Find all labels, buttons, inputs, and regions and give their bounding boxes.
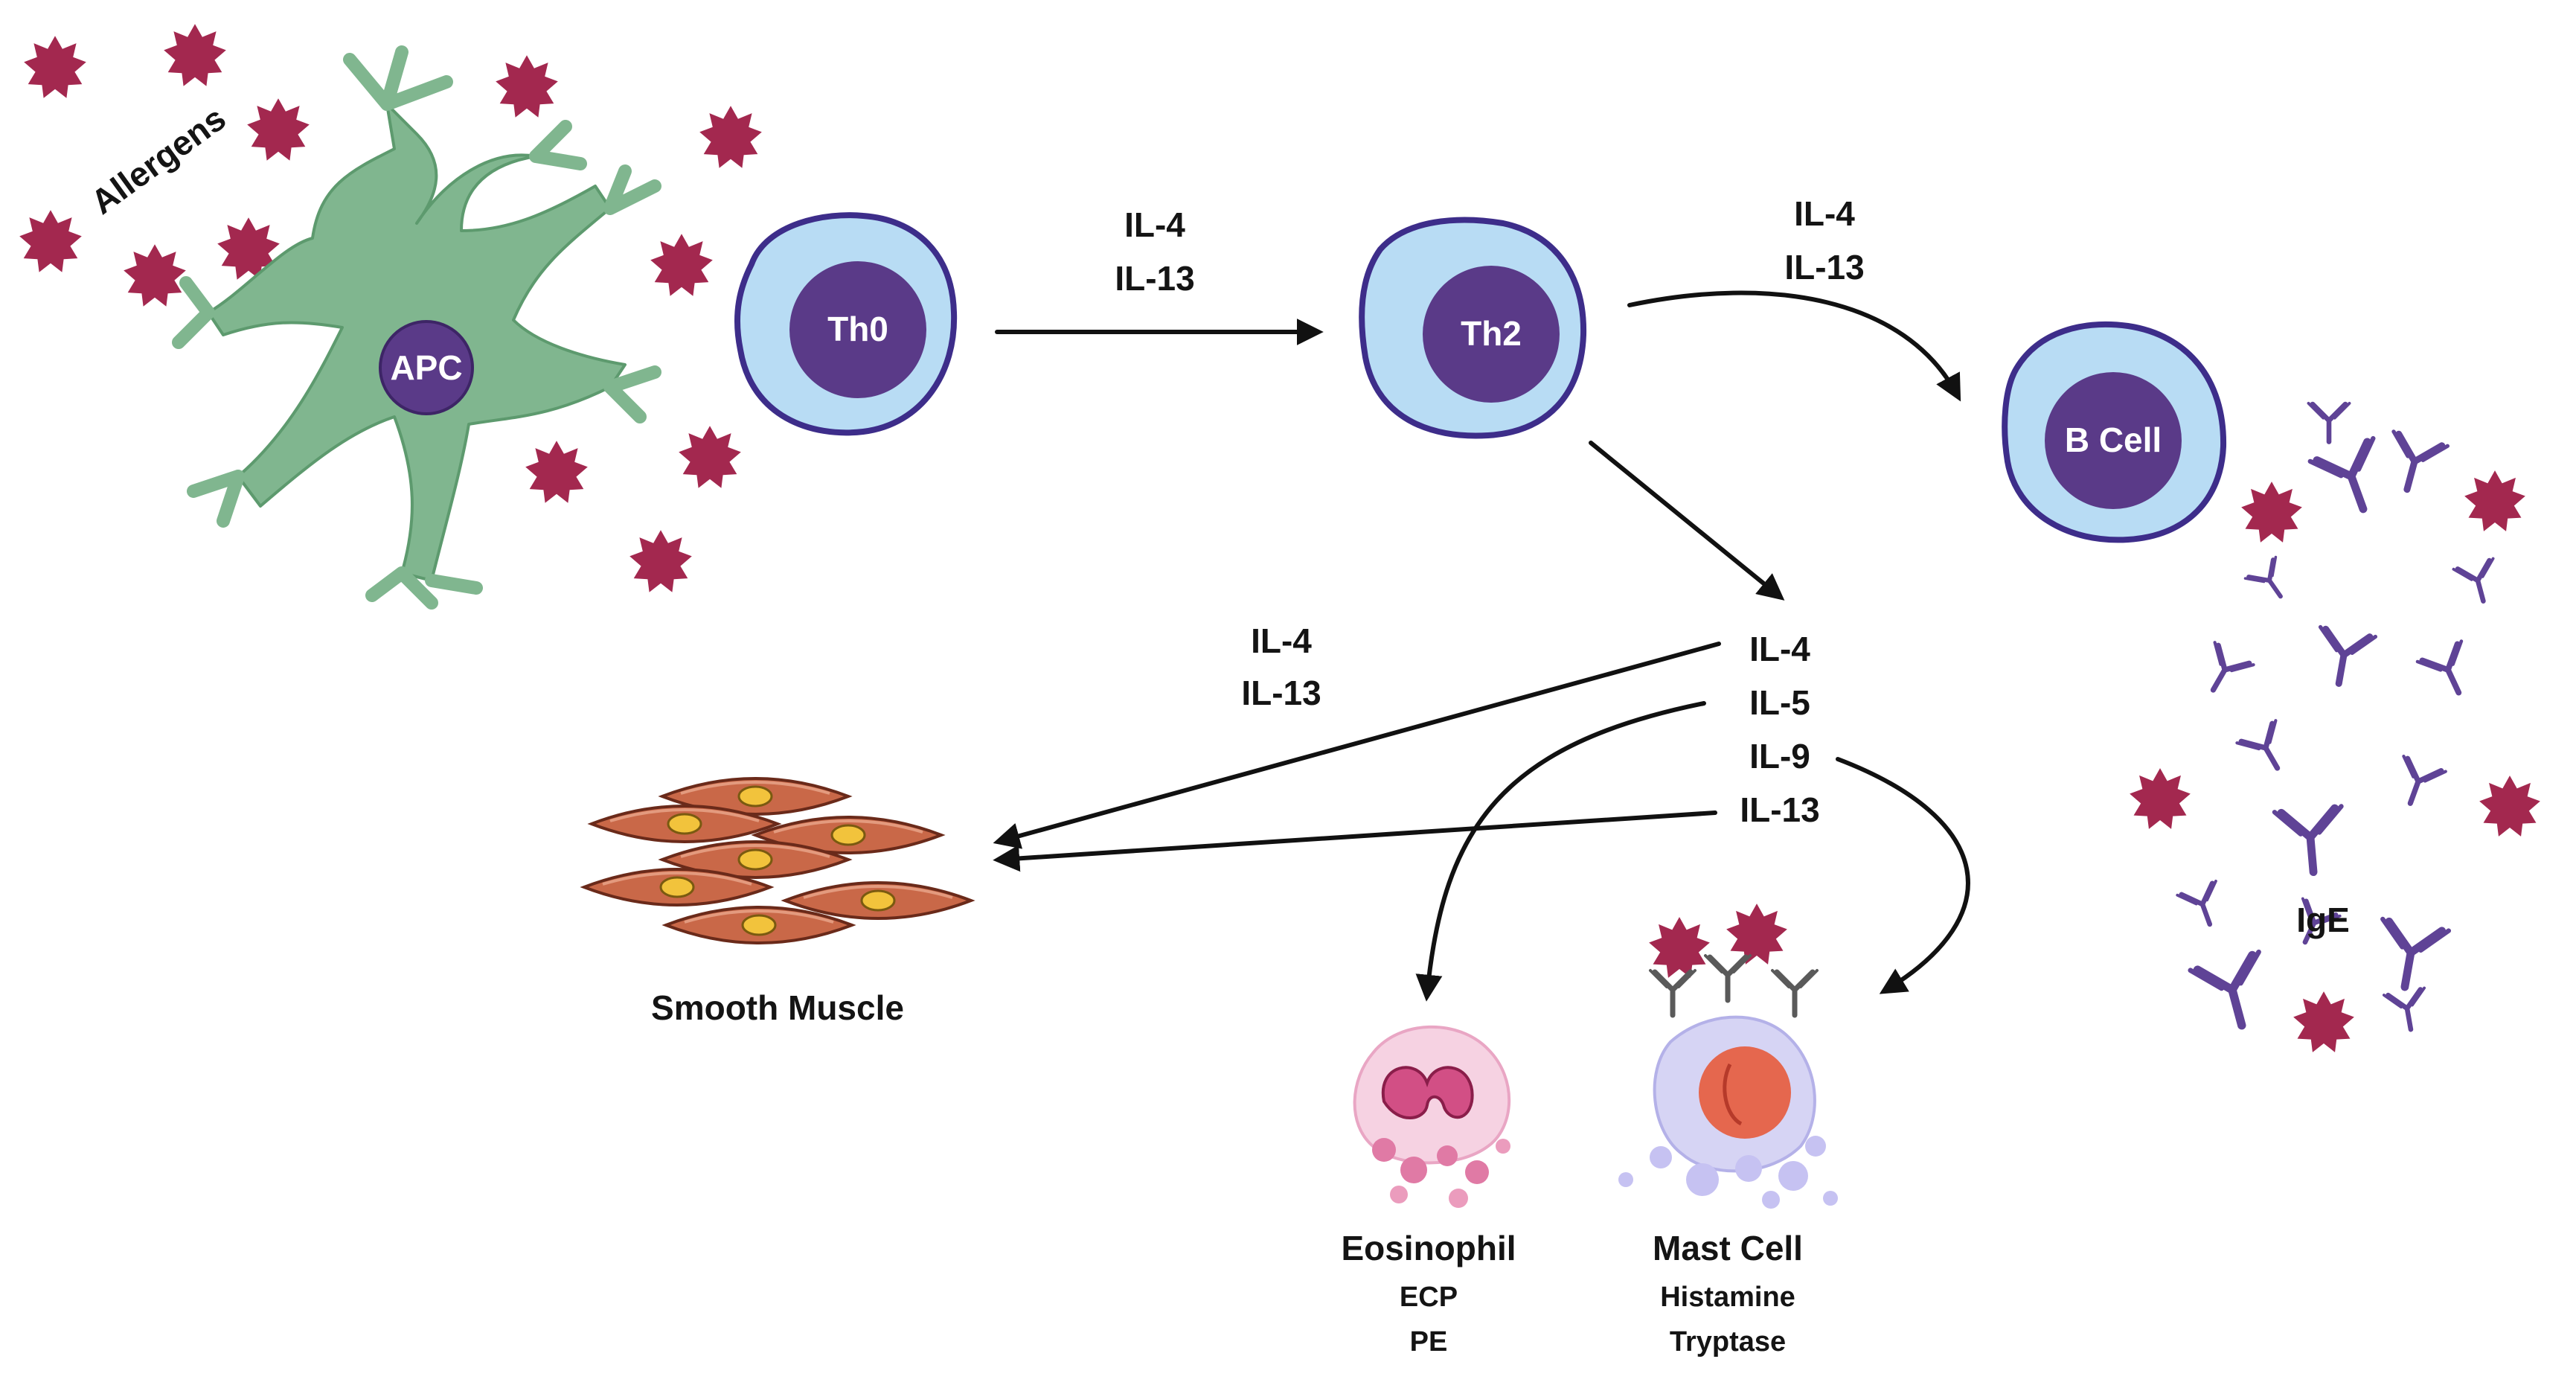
ige-antibody-icon	[2453, 559, 2503, 607]
allergen-icon	[19, 210, 82, 272]
allergen-icon	[650, 234, 713, 296]
cytokine-list: IL-4 IL-5 IL-9 IL-13	[1740, 630, 1819, 829]
ige-antibody-icon	[2418, 642, 2481, 703]
arrows	[993, 290, 1970, 1002]
ige-antibody-icon	[2384, 988, 2431, 1032]
th0-label: Th0	[827, 310, 888, 348]
ige-antibody-icon	[2310, 438, 2395, 520]
ige-antibody-icon	[2372, 919, 2449, 993]
arrow-th2-to-cytokines	[1589, 441, 1785, 601]
ige-antibody-icon	[2389, 756, 2446, 811]
ige-antibody-icon	[2275, 806, 2347, 874]
allergen-icon	[1649, 917, 1710, 978]
ige-allergens	[2130, 470, 2540, 1052]
eosinophil-cell	[1353, 1025, 1511, 1208]
allergen-icon	[124, 244, 186, 307]
th2-nucleus	[1423, 266, 1560, 403]
th2-cell: Th2	[1359, 217, 1587, 439]
ige-label: IgE	[2296, 901, 2350, 939]
b-cell: B Cell	[2002, 322, 2227, 543]
ige-antibody-icon	[2245, 557, 2295, 607]
cytokine-il5: IL-5	[1749, 683, 1810, 722]
allergen-icon	[24, 36, 86, 98]
th2-label: Th2	[1461, 314, 1522, 353]
allergen-icon	[247, 98, 310, 161]
apc-cell: APC	[172, 45, 661, 610]
ige-antibodies	[2177, 403, 2503, 1035]
bound-ige-icon	[1650, 970, 1695, 1015]
cytokine-il13: IL-13	[1740, 790, 1819, 829]
cytokine-il4: IL-4	[1749, 630, 1810, 668]
mast-cell	[1618, 904, 1838, 1209]
arrow-il5-to-eosinophil	[1415, 701, 1706, 1002]
apc-nucleus	[379, 320, 474, 415]
allergen-icon	[629, 530, 692, 592]
allergen-icon	[2464, 470, 2525, 531]
allergen-icon	[2479, 776, 2540, 837]
arrow-il4-to-muscle	[993, 642, 1721, 849]
allergen-icon	[699, 106, 762, 168]
mast-cell-product-histamine: Histamine	[1660, 1282, 1795, 1313]
ige-antibody-icon	[2237, 720, 2296, 779]
arrow-il9-to-mast-cell	[1836, 757, 1970, 994]
th0-cell: Th0	[734, 212, 958, 436]
bound-ige-icon	[1705, 956, 1750, 1000]
eosinophil-product-ecp: ECP	[1400, 1282, 1458, 1313]
eosinophil-product-pe: PE	[1410, 1326, 1448, 1358]
allergen-icon	[164, 24, 226, 86]
bcell-nucleus	[2045, 372, 2182, 509]
bcell-label: B Cell	[2065, 421, 2162, 459]
eosinophil-label: Eosinophil	[1341, 1229, 1516, 1267]
allergen-icon	[2241, 482, 2302, 543]
smooth-muscle-cells	[583, 777, 973, 944]
apc-label: APC	[390, 348, 462, 387]
arrow-il13-to-muscle	[993, 810, 1717, 872]
th2-bcell-label-il4: IL-4	[1794, 194, 1855, 233]
smooth-muscle-label: Smooth Muscle	[651, 988, 904, 1027]
ige-antibody-icon	[2194, 642, 2253, 701]
th0-th2-label-il13: IL-13	[1115, 259, 1194, 298]
allergen-icon	[525, 441, 588, 503]
allergens-label: Allergens	[84, 98, 233, 221]
cytokine-il9: IL-9	[1749, 737, 1810, 776]
ige-antibody-icon	[2311, 627, 2375, 688]
ige-antibody-icon	[2309, 403, 2350, 442]
allergen-icon	[2130, 768, 2191, 829]
ige-antibody-icon	[2380, 432, 2448, 497]
mast-cell-label: Mast Cell	[1653, 1229, 1803, 1267]
muscle-arrow-label-il4: IL-4	[1251, 621, 1312, 660]
ige-antibody-icon	[2177, 881, 2229, 931]
th2-bcell-label-il13: IL-13	[1784, 248, 1864, 287]
allergen-icon	[1726, 904, 1787, 965]
muscle-arrow-label-il13: IL-13	[1241, 674, 1321, 712]
allergen-icon	[496, 55, 558, 118]
ige-antibody-icon	[2191, 952, 2276, 1035]
allergen-icon	[679, 426, 741, 488]
mast-cell-product-tryptase: Tryptase	[1670, 1326, 1786, 1358]
bound-ige-icon	[1772, 970, 1817, 1015]
th0-th2-label-il4: IL-4	[1124, 205, 1185, 244]
arrow-th2-to-bcell	[1627, 290, 1961, 402]
th0-nucleus	[789, 261, 926, 398]
allergen-icon	[2293, 991, 2354, 1052]
